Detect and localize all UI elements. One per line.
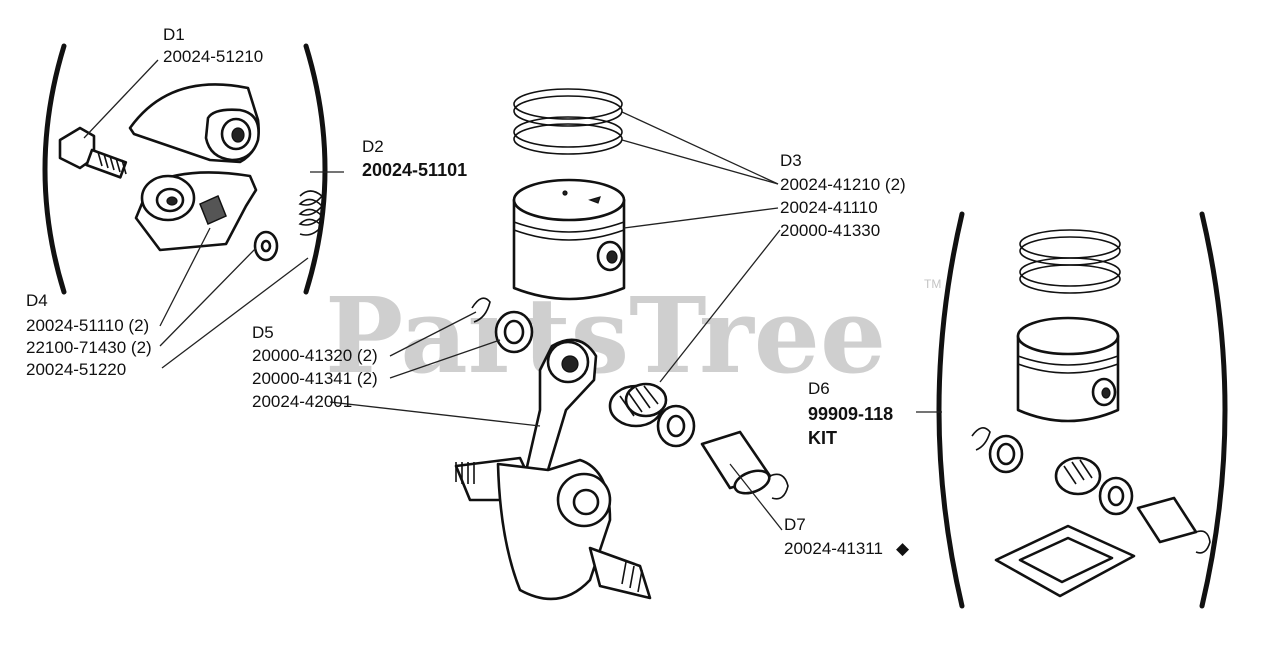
callout-d6-ref: D6 [808, 379, 830, 398]
connecting-rod-crankshaft [454, 338, 652, 601]
clutch-bolt [58, 126, 128, 179]
kit-circlip-left [971, 427, 991, 451]
piston [512, 178, 626, 301]
kit-piston [1016, 316, 1120, 423]
crank-circlip [769, 473, 789, 500]
kit-piston-pin [1136, 496, 1198, 544]
small-end-bearing [494, 310, 534, 354]
clutch-washer [253, 230, 279, 262]
callout-d2-ref: D2 [362, 137, 384, 156]
callout-d7-ref: D7 [784, 515, 806, 534]
callout-d5-part-3[interactable]: 20024-42001 [252, 392, 352, 411]
kit-group-close-bracket [1199, 211, 1228, 609]
callout-d7-part[interactable]: 20024-41311 [784, 539, 883, 558]
clutch-shoe-bottom [134, 171, 258, 252]
clutch-shoe-top [128, 83, 260, 164]
thrust-washer [656, 404, 696, 448]
clutch-spring [298, 190, 324, 236]
callout-d1-part[interactable]: 20024-51210 [163, 47, 263, 66]
callout-d3-ref: D3 [780, 151, 802, 170]
kit-small-end-bearing [988, 434, 1024, 474]
kit-circlip-right [1195, 530, 1211, 554]
watermark-trademark: TM [924, 277, 941, 291]
piston-pin-circlip [471, 297, 491, 323]
kit-piston-rings [1019, 229, 1121, 294]
callout-d4-part-3[interactable]: 20024-51220 [26, 360, 126, 379]
kit-needle-bearing [1054, 456, 1102, 496]
callout-d5-part-1[interactable]: 20000-41320 (2) [252, 346, 378, 365]
callout-d1-ref: D1 [163, 25, 185, 44]
callout-d4-ref: D4 [26, 291, 48, 310]
leader-lines [83, 59, 942, 531]
left-group-close-bracket [303, 43, 328, 295]
callout-d6-note: KIT [808, 428, 837, 448]
callout-d5-part-2[interactable]: 20000-41341 (2) [252, 369, 378, 388]
callout-d4-part-2[interactable]: 22100-71430 (2) [26, 338, 152, 357]
callout-d3-part-3[interactable]: 20000-41330 [780, 221, 880, 240]
kit-group-open-bracket [936, 211, 965, 609]
callout-d7-diamond-icon: ◆ [896, 539, 910, 558]
callout-d4-part-1[interactable]: 20024-51110 (2) [26, 316, 149, 335]
crank-pin [700, 430, 772, 495]
piston-rings [513, 88, 623, 155]
callout-d6-part[interactable]: 99909-118 [808, 404, 893, 424]
left-group-open-bracket [42, 43, 67, 295]
kit-thrust-washer [1098, 476, 1134, 516]
callout-d5-ref: D5 [252, 323, 274, 342]
callout-d2-part[interactable]: 20024-51101 [362, 160, 467, 180]
needle-bearing [608, 382, 668, 428]
kit-base-gasket [994, 524, 1136, 598]
callout-d3-part-1[interactable]: 20024-41210 (2) [780, 175, 906, 194]
callout-d3-part-2[interactable]: 20024-41110 [780, 198, 878, 217]
